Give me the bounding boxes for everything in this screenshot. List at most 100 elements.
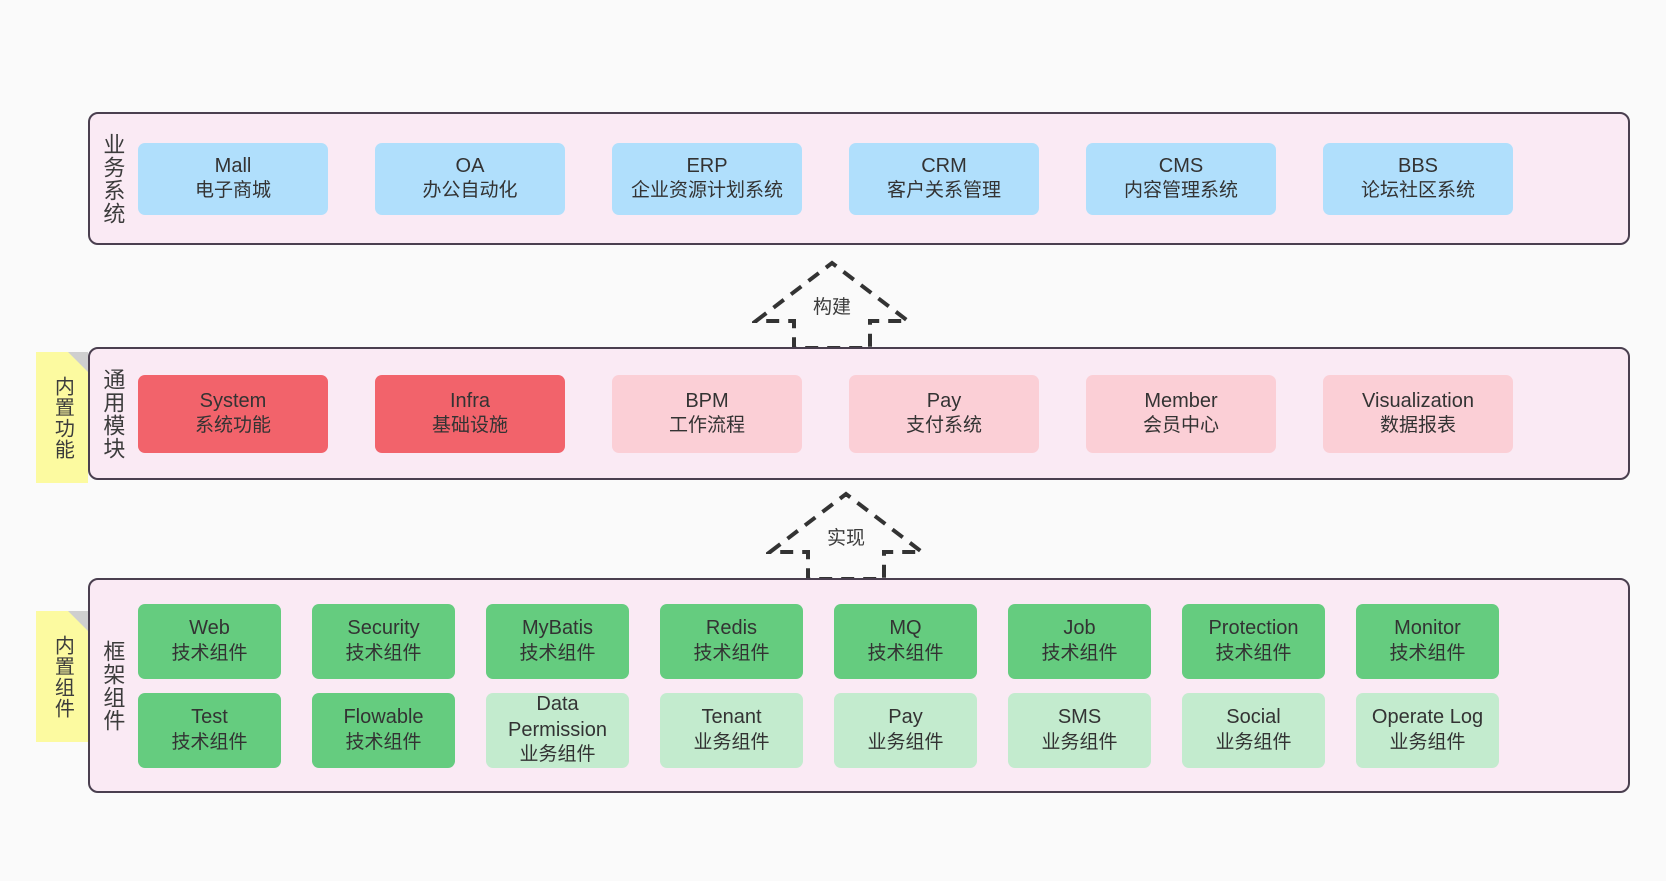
module-cn-label: 技术组件	[867, 642, 944, 664]
module-cn-label: 业务组件	[693, 731, 770, 753]
module-box-erp[interactable]: ERP 企业资源计划系统	[612, 142, 802, 215]
module-cn-label: 系统功能	[194, 415, 271, 437]
module-cn-label: 技术组件	[171, 731, 248, 753]
module-en-label: CMS	[1158, 154, 1204, 177]
module-en-label: Pay	[926, 389, 962, 412]
module-en-label: Visualization	[1362, 389, 1474, 412]
module-en-label: SMS	[1057, 706, 1102, 729]
module-en-label: MQ	[889, 617, 922, 640]
module-cn-label: 业务组件	[519, 744, 596, 766]
module-cn-label: 业务组件	[867, 731, 944, 753]
module-en-label: Pay	[888, 706, 923, 729]
module-cn-label: 业务组件	[1215, 731, 1292, 753]
module-cn-label: 支付系统	[905, 415, 982, 437]
layer-body-business: Mall 电子商城 OA 办公自动化 ERP 企业资源计划系统 CRM 客户关系…	[134, 114, 1628, 243]
page-fold-icon	[68, 352, 88, 372]
module-box-protection[interactable]: Protection 技术组件	[1182, 603, 1325, 679]
module-en-label: Security	[347, 617, 420, 640]
module-en-label: Protection	[1208, 617, 1299, 640]
module-en-label: Job	[1063, 617, 1096, 640]
module-box-monitor[interactable]: Monitor 技术组件	[1356, 603, 1499, 679]
module-box-pay[interactable]: Pay 支付系统	[849, 374, 1039, 453]
layer-title-common: 通用模块	[100, 367, 126, 460]
module-box-social[interactable]: Social 业务组件	[1182, 692, 1325, 768]
module-cn-label: 论坛社区系统	[1360, 180, 1475, 202]
module-en-label: BPM	[685, 389, 729, 412]
module-en-label: Social	[1226, 706, 1281, 729]
note-label: 内置功能	[51, 375, 74, 460]
module-en-label: Operate Log	[1371, 706, 1484, 729]
dashed-arrow-up-icon	[764, 491, 928, 581]
module-box-data-permission[interactable]: Data Permission 业务组件	[486, 692, 629, 768]
module-cn-label: 内容管理系统	[1123, 180, 1238, 202]
module-box-pay-business[interactable]: Pay 业务组件	[834, 692, 977, 768]
module-box-redis[interactable]: Redis 技术组件	[660, 603, 803, 679]
module-cn-label: 技术组件	[171, 642, 248, 664]
module-cn-label: 企业资源计划系统	[630, 180, 783, 202]
module-cn-label: 电子商城	[194, 180, 271, 202]
module-box-visualization[interactable]: Visualization 数据报表	[1323, 374, 1513, 453]
module-cn-label: 会员中心	[1142, 415, 1219, 437]
note-builtin-component: 内置组件	[36, 611, 88, 742]
module-box-operate-log[interactable]: Operate Log 业务组件	[1356, 692, 1499, 768]
connector-build-label: 构建	[813, 297, 852, 318]
module-box-tenant[interactable]: Tenant 业务组件	[660, 692, 803, 768]
module-box-crm[interactable]: CRM 客户关系管理	[849, 142, 1039, 215]
module-box-oa[interactable]: OA 办公自动化	[375, 142, 565, 215]
module-en-label: CRM	[921, 154, 967, 177]
module-box-mq[interactable]: MQ 技术组件	[834, 603, 977, 679]
layer-row: System 系统功能 Infra 基础设施 BPM 工作流程 Pay 支付系统…	[138, 374, 1614, 453]
module-box-mybatis[interactable]: MyBatis 技术组件	[486, 603, 629, 679]
layer-title-framework: 框架组件	[100, 639, 126, 732]
module-box-mall[interactable]: Mall 电子商城	[138, 142, 328, 215]
module-cn-label: 工作流程	[668, 415, 745, 437]
module-box-sms[interactable]: SMS 业务组件	[1008, 692, 1151, 768]
module-box-flowable[interactable]: Flowable 技术组件	[312, 692, 455, 768]
module-box-member[interactable]: Member 会员中心	[1086, 374, 1276, 453]
module-cn-label: 基础设施	[431, 415, 508, 437]
module-cn-label: 办公自动化	[422, 180, 518, 202]
connector-implement-label: 实现	[827, 528, 866, 549]
module-cn-label: 技术组件	[345, 642, 422, 664]
module-en-label: Data Permission	[508, 693, 607, 741]
module-en-label: Test	[191, 706, 228, 729]
page-fold-icon	[68, 611, 88, 631]
module-box-job[interactable]: Job 技术组件	[1008, 603, 1151, 679]
module-en-label: BBS	[1397, 154, 1439, 177]
module-en-label: Tenant	[701, 706, 762, 729]
layer-business-system: 业务系统 Mall 电子商城 OA 办公自动化 ERP 企业资源计划系统 CRM…	[88, 112, 1630, 245]
module-en-label: Monitor	[1394, 617, 1461, 640]
layer-title-business: 业务系统	[100, 132, 126, 225]
module-en-label: ERP	[686, 154, 728, 177]
module-box-bbs[interactable]: BBS 论坛社区系统	[1323, 142, 1513, 215]
module-en-label: Infra	[449, 389, 491, 412]
connector-implement-arrow	[764, 489, 928, 586]
layer-framework-component: 框架组件 Web 技术组件 Security 技术组件 MyBatis 技术组件…	[88, 578, 1630, 793]
module-en-label: Member	[1144, 389, 1218, 412]
module-box-infra[interactable]: Infra 基础设施	[375, 374, 565, 453]
module-cn-label: 业务组件	[1389, 731, 1466, 753]
module-box-cms[interactable]: CMS 内容管理系统	[1086, 142, 1276, 215]
module-en-label: System	[199, 389, 267, 412]
dashed-arrow-up-icon	[750, 260, 914, 350]
module-en-label: Redis	[705, 617, 758, 640]
module-cn-label: 技术组件	[1041, 642, 1118, 664]
module-box-system[interactable]: System 系统功能	[138, 374, 328, 453]
module-cn-label: 数据报表	[1379, 415, 1456, 437]
module-en-label: Flowable	[343, 706, 424, 729]
module-box-test[interactable]: Test 技术组件	[138, 692, 281, 768]
module-en-label: Mall	[214, 154, 252, 177]
module-en-label: Web	[189, 617, 230, 640]
layer-common-module: 通用模块 System 系统功能 Infra 基础设施 BPM 工作流程 Pay…	[88, 347, 1630, 480]
module-cn-label: 技术组件	[1389, 642, 1466, 664]
module-box-web[interactable]: Web 技术组件	[138, 603, 281, 679]
layer-row: Test 技术组件 Flowable 技术组件 Data Permission …	[138, 692, 1614, 768]
layer-row: Mall 电子商城 OA 办公自动化 ERP 企业资源计划系统 CRM 客户关系…	[138, 142, 1614, 215]
layer-body-framework: Web 技术组件 Security 技术组件 MyBatis 技术组件 Redi…	[134, 580, 1628, 791]
module-box-security[interactable]: Security 技术组件	[312, 603, 455, 679]
note-label: 内置组件	[51, 634, 74, 719]
module-cn-label: 技术组件	[693, 642, 770, 664]
module-cn-label: 技术组件	[1215, 642, 1292, 664]
module-en-label: MyBatis	[521, 617, 594, 640]
module-box-bpm[interactable]: BPM 工作流程	[612, 374, 802, 453]
